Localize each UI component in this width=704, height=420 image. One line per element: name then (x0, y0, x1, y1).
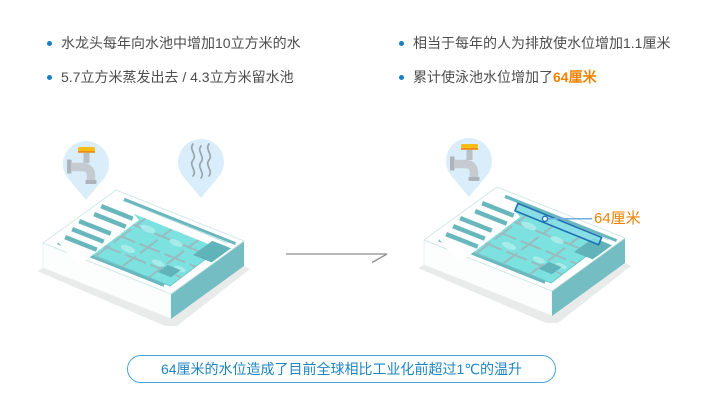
bullet-item: 相当于每年的人为排放使水位增加1.1厘米 (399, 35, 670, 51)
arrow-icon (286, 253, 388, 264)
footer-note-pill: 64厘米的水位造成了目前全球相比工业化前超过1℃的温升 (127, 355, 556, 383)
bullet-item: 5.7立方米蒸发出去 / 4.3立方米留水池 (47, 69, 301, 85)
faucet-icon (67, 147, 97, 184)
steam-pin-icon (178, 139, 224, 198)
bullet-dot (47, 74, 52, 80)
bullet-text: 水龙头每年向水池中增加10立方米的水 (61, 35, 301, 51)
faucet-pin-icon (446, 138, 492, 197)
bullet-item: 水龙头每年向水池中增加10立方米的水 (47, 35, 301, 51)
faucet-pin-icon (63, 141, 109, 200)
pool-after-illustration (417, 186, 632, 324)
bullet-text: 相当于每年的人为排放使水位增加1.1厘米 (413, 35, 671, 51)
bullet-dot (399, 74, 404, 80)
steam-icon (190, 143, 212, 179)
bullet-text: 累计使泳池水位增加了64厘米 (413, 69, 597, 85)
faucet-icon (450, 144, 480, 181)
bullet-item: 累计使泳池水位增加了64厘米 (399, 69, 670, 85)
footer-note-text: 64厘米的水位造成了目前全球相比工业化前超过1℃的温升 (160, 361, 523, 377)
bullet-dot (399, 40, 404, 46)
highlight-64cm: 64厘米 (553, 69, 597, 85)
bullet-text: 5.7立方米蒸发出去 / 4.3立方米留水池 (61, 69, 294, 85)
callout-anchor-dot (541, 215, 549, 223)
bullet-list-left: 水龙头每年向水池中增加10立方米的水 5.7立方米蒸发出去 / 4.3立方米留水… (47, 35, 301, 103)
callout-label: 64厘米 (594, 210, 641, 227)
bullet-dot (47, 40, 52, 46)
water-rise-highlight (514, 202, 603, 246)
bullet-list-right: 相当于每年的人为排放使水位增加1.1厘米 累计使泳池水位增加了64厘米 (399, 35, 670, 103)
